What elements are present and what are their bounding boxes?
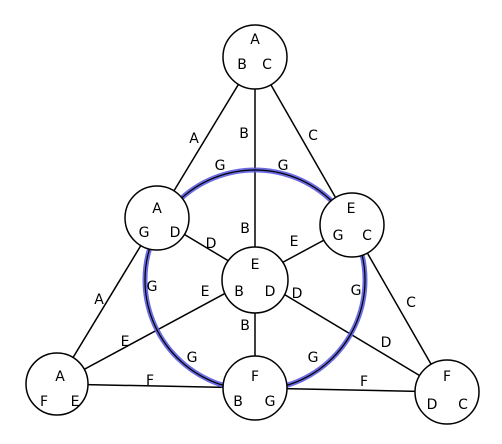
edge-label: G	[147, 279, 158, 295]
node-circle	[319, 192, 385, 258]
edge-label: E	[290, 234, 299, 250]
node-label: C	[458, 397, 468, 413]
edge-labels: A B C G G B D E A G E D G C E D B G G F …	[94, 126, 416, 390]
node-label: D	[265, 284, 276, 300]
edge-label: D	[381, 335, 392, 351]
node-label: B	[237, 57, 247, 73]
node-circle	[25, 352, 89, 416]
edge-label: F	[360, 374, 368, 390]
edge-label: C	[308, 128, 318, 144]
node-label: E	[251, 257, 260, 273]
edge-bottom-right-upper-left	[156, 217, 448, 393]
node-label: G	[333, 228, 344, 244]
node-label: F	[40, 394, 48, 410]
edge-label: G	[187, 350, 198, 366]
node-label: E	[71, 394, 80, 410]
edge-label: G	[308, 350, 319, 366]
node-bottom-right: F D C	[414, 359, 480, 425]
edge-label: B	[240, 221, 250, 237]
node-label: D	[170, 225, 181, 241]
node-label: A	[55, 369, 65, 385]
node-label: F	[251, 369, 259, 385]
node-label: F	[443, 369, 451, 385]
node-center: E B D	[221, 246, 289, 314]
node-label: G	[265, 394, 276, 410]
edge-label: D	[206, 236, 217, 252]
edge-label: G	[278, 158, 289, 174]
node-bottom-left: A F E	[25, 352, 89, 416]
edge-label: G	[215, 158, 226, 174]
edge-bottom-left-upper-right	[56, 224, 353, 385]
node-top: A B C	[222, 24, 288, 90]
node-label: A	[152, 201, 162, 217]
node-circle	[124, 185, 190, 251]
edge-label: G	[351, 283, 362, 299]
node-circle	[221, 246, 289, 314]
node-label: B	[233, 394, 243, 410]
node-circle	[414, 359, 480, 425]
node-label: C	[262, 57, 272, 73]
node-upper-right: E G C	[319, 192, 385, 258]
edge-label: A	[94, 292, 104, 308]
node-upper-left: A G D	[124, 185, 190, 251]
edge-label: B	[239, 126, 249, 142]
edge-label: C	[406, 295, 416, 311]
node-circle	[222, 24, 288, 90]
node-bottom-middle: F B G	[222, 355, 288, 421]
node-circle	[222, 355, 288, 421]
edge-label: F	[146, 373, 154, 389]
edge-label: E	[201, 284, 210, 300]
node-label: B	[234, 284, 244, 300]
edge-label: D	[292, 286, 303, 302]
node-label: G	[139, 225, 150, 241]
edge-label: B	[240, 318, 250, 334]
node-label: E	[347, 201, 356, 217]
edge-label: E	[121, 334, 130, 350]
edge-label: A	[189, 131, 199, 147]
node-label: D	[427, 397, 438, 413]
node-label: C	[362, 228, 372, 244]
node-label: A	[250, 32, 260, 48]
